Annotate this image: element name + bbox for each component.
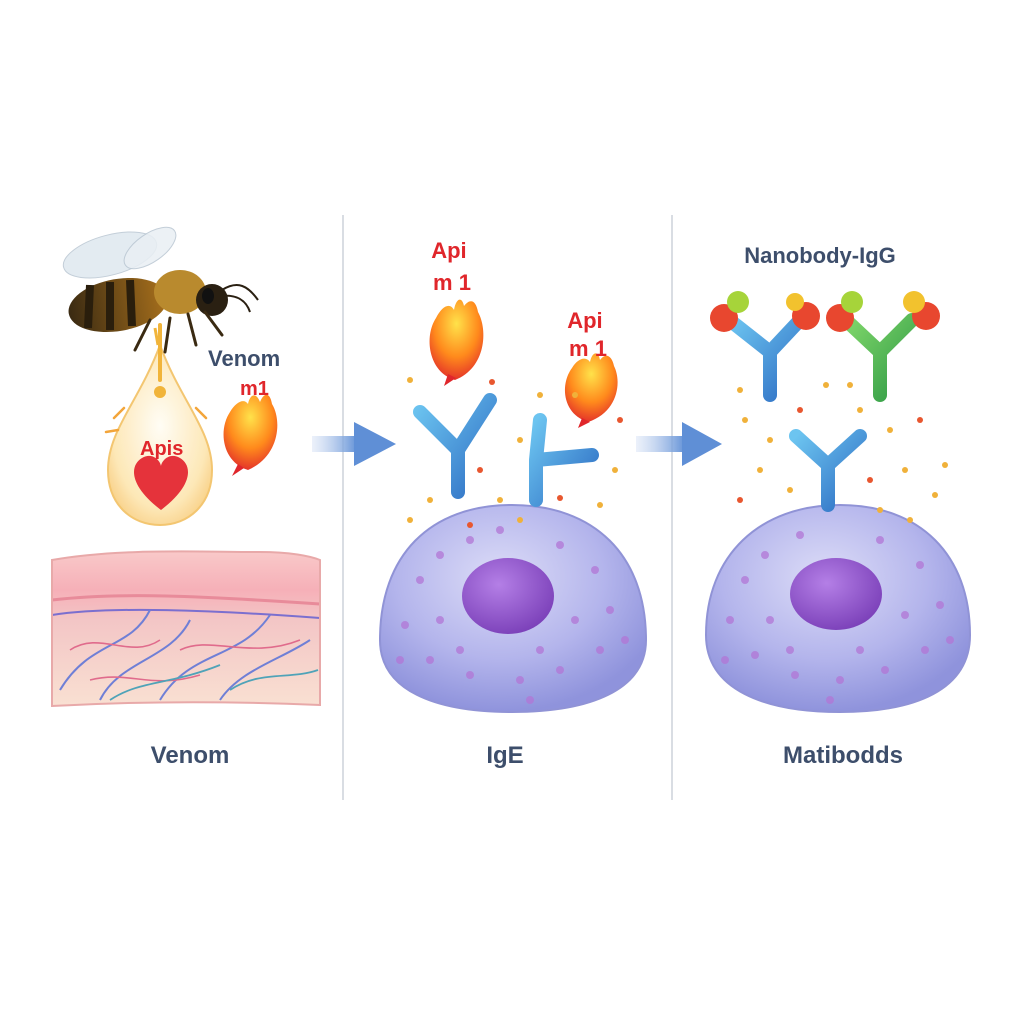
allergen-label-2-line-2: m 1 [569, 336, 607, 361]
allergen-label-1: Api m 1 [431, 238, 473, 295]
mediator-particles [407, 377, 623, 528]
caption-panel-3: Matibodds [783, 742, 903, 769]
antibody-icon [529, 413, 599, 507]
panel-venom: Venom m1 Apis Venom [51, 226, 321, 769]
allergen-label-2-line-1: Api [567, 308, 602, 333]
allergen-flame-icon [223, 394, 278, 476]
venom-label: Venom [208, 346, 280, 371]
bee-icon [62, 226, 259, 354]
antibody-icon [710, 291, 820, 402]
antibody-icon [826, 291, 940, 402]
drop-label: Apis [140, 438, 183, 460]
arrow-right-icon [312, 422, 396, 466]
allergen-flame-icon [429, 299, 484, 386]
caption-panel-2: IgE [486, 742, 523, 769]
panel-ige: Api m 1 Api m 1 IgE [378, 238, 648, 769]
nucleus [790, 558, 882, 630]
allergen-flame-icon [564, 353, 618, 428]
mast-cell-icon [378, 503, 648, 714]
heart-icon [134, 455, 188, 510]
skin-tissue-icon [51, 550, 321, 708]
arrow-right-icon [636, 422, 722, 466]
antibody-icon [789, 429, 867, 512]
nucleus [462, 558, 554, 634]
caption-panel-1: Venom [151, 742, 230, 769]
allergen-label-1-line-1: Api [431, 238, 466, 263]
panel-nanobody: Nanobody-IgG [704, 243, 972, 769]
panel-3-title: Nanobody-IgG [744, 243, 896, 268]
mediator-particles [737, 382, 948, 523]
flame-label: m1 [240, 378, 269, 400]
antibody-icon [413, 393, 497, 499]
allergen-label-1-line-2: m 1 [433, 270, 471, 295]
mast-cell-icon [704, 503, 972, 714]
allergen-label-2: Api m 1 [567, 308, 609, 361]
